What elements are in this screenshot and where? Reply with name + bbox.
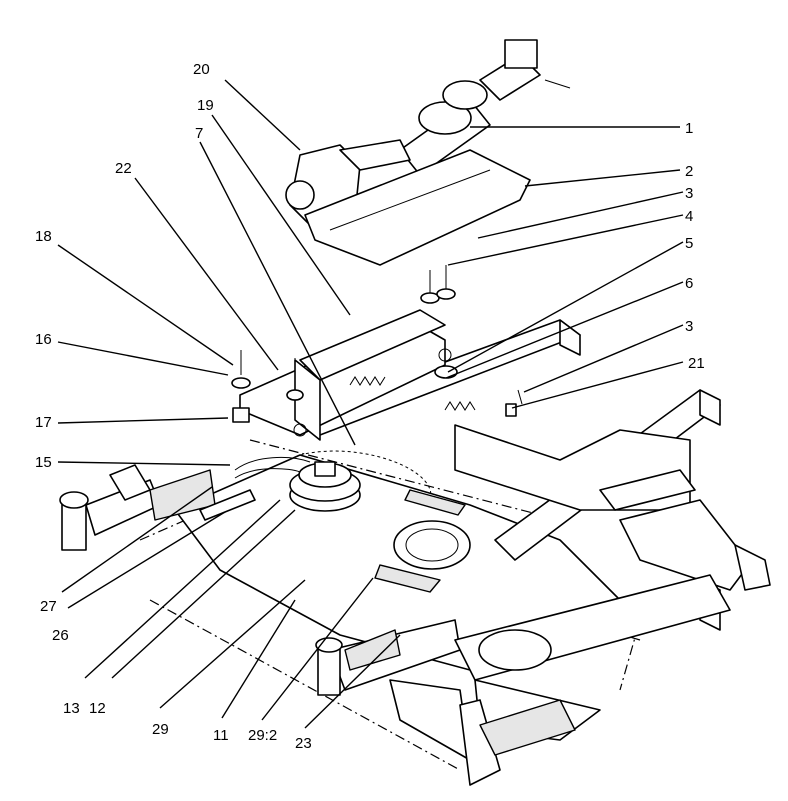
callout-3a: 3: [685, 185, 693, 202]
callout-12: 12: [89, 700, 106, 717]
callout-18: 18: [35, 228, 52, 245]
callout-26: 26: [52, 627, 69, 644]
callout-19: 19: [197, 97, 214, 114]
callout-23: 23: [295, 735, 312, 752]
callout-3b: 3: [685, 318, 693, 335]
callout-21: 21: [688, 355, 705, 372]
callout-11: 11: [213, 727, 229, 744]
callout-5: 5: [685, 235, 693, 252]
callout-7: 7: [195, 125, 203, 142]
callout-labels: 1 2 3 4 5 6 3 21 20 19 7 22 18 16 17 15 …: [35, 61, 705, 752]
callout-29: 29: [152, 721, 169, 738]
callout-13: 13: [63, 700, 80, 717]
callout-22: 22: [115, 160, 132, 177]
callout-15: 15: [35, 454, 52, 471]
callout-4: 4: [685, 208, 693, 225]
callout-27: 27: [40, 598, 57, 615]
callout-16: 16: [35, 331, 52, 348]
callout-20: 20: [193, 61, 210, 78]
leader-lines: [57, 79, 684, 729]
callout-17: 17: [35, 414, 52, 431]
callout-6: 6: [685, 275, 693, 292]
frame-drawing: [59, 39, 771, 786]
callout-2: 2: [685, 163, 693, 180]
callout-1: 1: [685, 120, 693, 137]
callout-29-2: 29:2: [248, 727, 277, 744]
